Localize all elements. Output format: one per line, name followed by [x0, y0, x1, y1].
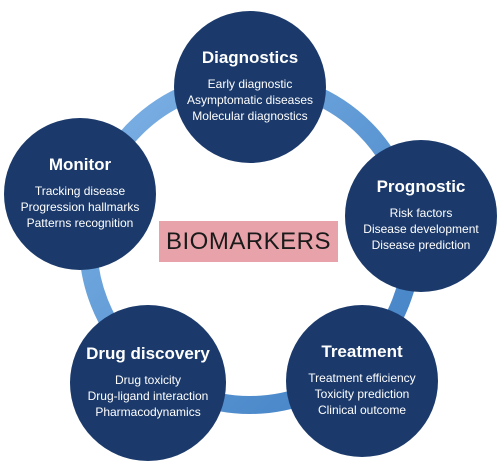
node-title: Drug discovery [86, 344, 210, 364]
node-item: Drug toxicity [114, 373, 182, 388]
node-item: Early diagnostic [207, 77, 293, 92]
node-item: Pharmacodynamics [95, 405, 201, 420]
node-item: Asymptomatic diseases [186, 93, 314, 108]
node-item: Tracking disease [34, 184, 126, 199]
diagnostics-node: Diagnostics Early diagnostic Asymptomati… [174, 11, 326, 163]
node-item: Disease development [363, 222, 479, 237]
node-title: Prognostic [376, 177, 466, 197]
node-title: Monitor [48, 155, 112, 175]
monitor-node: Monitor Tracking disease Progression hal… [4, 118, 156, 270]
node-item: Disease prediction [371, 238, 471, 253]
node-item: Molecular diagnostics [192, 109, 308, 124]
treatment-node: Treatment Treatment efficiency Toxicity … [286, 305, 438, 457]
node-title: Diagnostics [201, 48, 299, 68]
node-item: Clinical outcome [317, 403, 407, 418]
node-item: Drug-ligand interaction [87, 389, 209, 404]
node-item: Risk factors [389, 206, 453, 221]
node-item: Patterns recognition [26, 216, 134, 231]
node-item: Toxicity prediction [314, 387, 410, 402]
node-title: Treatment [321, 342, 403, 362]
biomarkers-label: BIOMARKERS [159, 221, 338, 262]
node-item: Progression hallmarks [20, 200, 140, 215]
prognostic-node: Prognostic Risk factors Disease developm… [345, 140, 497, 292]
center-label-text: BIOMARKERS [165, 227, 332, 255]
drug-discovery-node: Drug discovery Drug toxicity Drug-ligand… [70, 305, 226, 461]
node-item: Treatment efficiency [308, 371, 416, 386]
